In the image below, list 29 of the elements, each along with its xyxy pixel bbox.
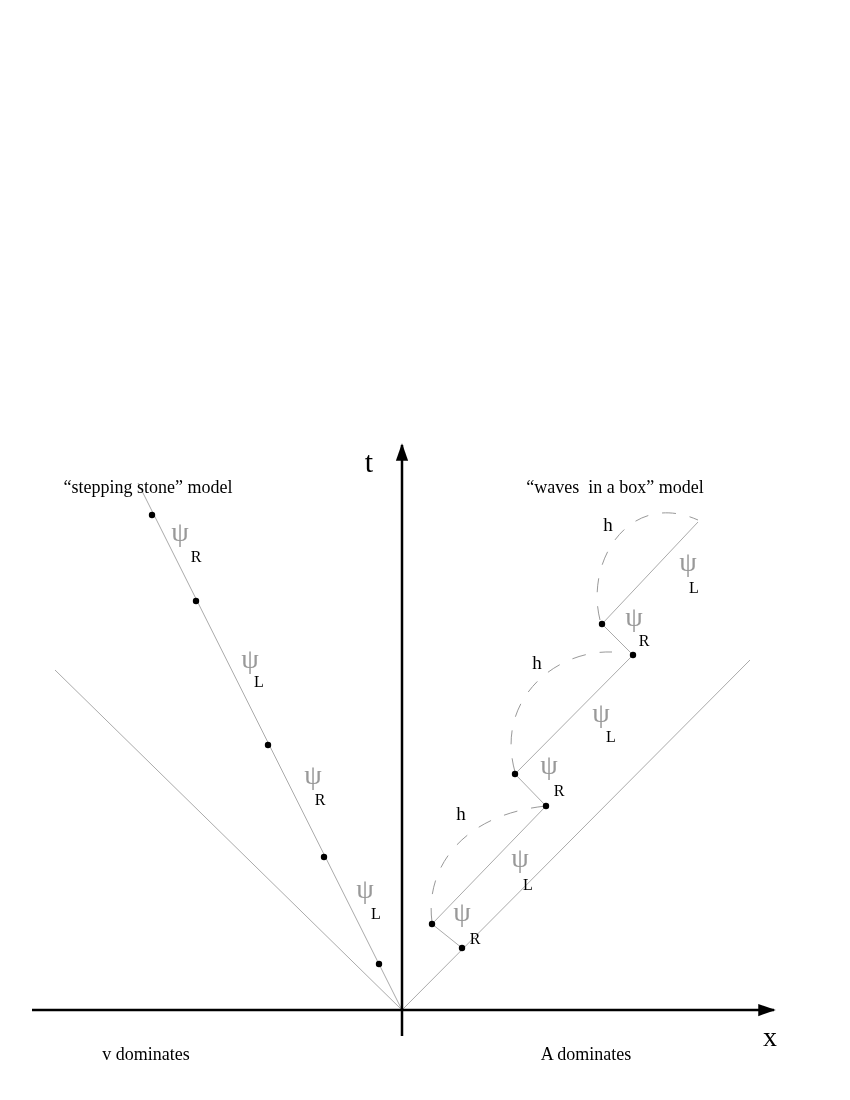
hopping-label: h: [456, 803, 466, 823]
chirality-label: R: [553, 783, 565, 799]
chirality-label: R: [190, 549, 202, 565]
psi-symbol: ψ: [453, 898, 471, 926]
hopping-label: h: [532, 652, 542, 672]
chirality-label: L: [371, 906, 381, 922]
psi-symbol: ψ: [625, 603, 643, 631]
psi-symbol: ψ: [241, 645, 259, 673]
model-label: “waves in a box” model: [526, 478, 704, 496]
psi-symbol: ψ: [592, 699, 610, 727]
axis-label: t: [364, 447, 374, 477]
chirality-label: R: [469, 931, 481, 947]
chirality-label: L: [523, 877, 533, 893]
chirality-label: R: [638, 633, 650, 649]
psi-symbol: ψ: [540, 751, 558, 779]
psi-symbol: ψ: [679, 548, 697, 576]
chirality-label: L: [254, 674, 264, 690]
region-label: A dominates: [540, 1045, 632, 1063]
psi-symbol: ψ: [171, 518, 189, 546]
model-label: “stepping stone” model: [63, 478, 233, 496]
chirality-label: L: [689, 580, 699, 596]
chirality-label: R: [314, 792, 326, 808]
hopping-label: h: [603, 514, 613, 534]
psi-symbol: ψ: [511, 844, 529, 872]
region-label: v dominates: [102, 1045, 190, 1063]
chirality-label: L: [606, 729, 616, 745]
axis-label: x: [763, 1023, 777, 1051]
psi-symbol: ψ: [356, 875, 374, 903]
psi-symbol: ψ: [304, 761, 322, 789]
